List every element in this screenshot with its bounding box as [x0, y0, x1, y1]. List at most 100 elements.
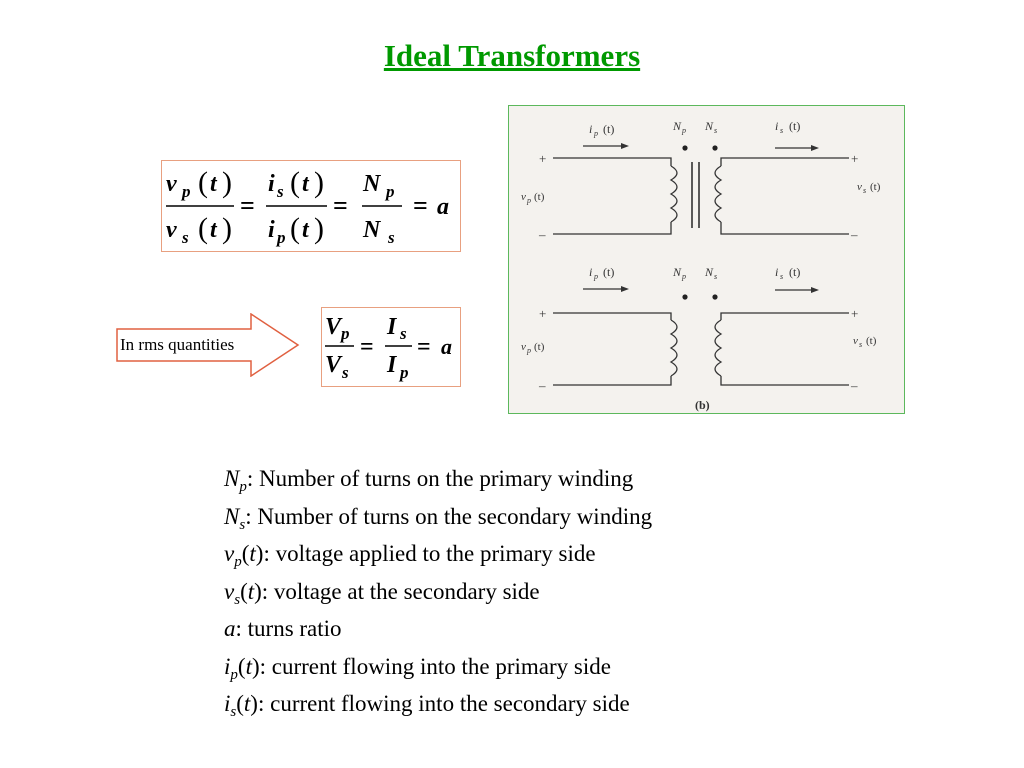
top-vs-label: v: [857, 181, 862, 193]
callout-arrow-shape: [116, 313, 300, 377]
top-minus-right: –: [850, 227, 858, 242]
symbol-definitions: Np: Number of turns on the primary windi…: [224, 460, 652, 723]
definition-row: is(t): current flowing into the secondar…: [224, 691, 630, 720]
def-arg: t: [247, 578, 255, 604]
eq1-num3: N: [362, 171, 382, 197]
eq2-num2: I: [386, 314, 398, 340]
eq2-num1-sub: p: [339, 324, 350, 343]
top-np-label: N: [672, 119, 682, 133]
bottom-secondary-dot: [712, 294, 718, 300]
top-is-sub: s: [780, 126, 783, 135]
top-transformer: i p (t) N p N s i s (t) + + – – v p (t) …: [521, 119, 881, 242]
top-plus-left: +: [539, 151, 546, 166]
bottom-np-label: N: [672, 265, 682, 279]
transformer-circuit-diagram: i p (t) N p N s i s (t) + + – – v p (t) …: [521, 119, 881, 412]
eq1-arg: t: [210, 171, 218, 197]
rms-arrow-callout: In rms quantities: [116, 313, 300, 377]
def-subscript: p: [239, 479, 247, 495]
equation-2-graphic: V p V s = I s I p = a: [325, 314, 452, 382]
eq1-num2-sub: s: [276, 182, 284, 201]
top-is-label: i: [775, 119, 778, 133]
eq1-den1: v: [166, 217, 177, 243]
bottom-np-sub: p: [681, 272, 686, 281]
bottom-vp-label: v: [521, 341, 526, 353]
bottom-vs-label: v: [853, 335, 858, 347]
def-subscript: s: [239, 516, 246, 533]
def-subscript: s: [234, 591, 241, 608]
instantaneous-ratio-equation: v p ( t ) v s ( t ) = i s ( t ) i p ( t …: [161, 160, 461, 252]
eq1-lpar-2: (: [198, 212, 208, 245]
def-text: : current flowing into the secondary sid…: [257, 691, 630, 716]
figure-caption: (b): [695, 398, 710, 412]
def-symbol: v: [224, 578, 235, 604]
top-plus-right: +: [851, 151, 858, 166]
eq1-rpar-2: ): [222, 212, 232, 245]
top-np-sub: p: [681, 126, 686, 135]
eq1-arg-3: t: [302, 171, 310, 197]
definition-row: vs(t): voltage at the secondary side: [224, 578, 540, 608]
eq1-arg-4: t: [302, 217, 310, 243]
top-minus-left: –: [538, 227, 546, 242]
top-primary-dot: [682, 145, 688, 151]
bottom-transformer: i p (t) N p N s i s (t) + + – – v p (t) …: [521, 265, 877, 393]
def-symbol: i: [224, 691, 231, 716]
bottom-primary-dot: [682, 294, 688, 300]
bottom-plus-left: +: [539, 306, 546, 321]
eq2-den2: I: [386, 352, 398, 378]
bottom-ns-label: N: [704, 265, 714, 279]
bottom-vs-arg: (t): [866, 335, 877, 347]
top-vs-sub: s: [863, 186, 866, 195]
eq1-den2: i: [268, 217, 275, 243]
eq1-equals-1: =: [240, 191, 255, 220]
bottom-plus-right: +: [851, 306, 858, 321]
definition-row: vp(t): voltage applied to the primary si…: [224, 541, 596, 570]
eq1-rhs: a: [437, 194, 449, 220]
eq1-den2-sub: p: [275, 228, 286, 247]
def-arg: t: [245, 653, 252, 679]
eq2-rhs: a: [441, 334, 452, 359]
def-symbol: i: [224, 653, 231, 679]
rms-quantities-label: In rms quantities: [120, 335, 235, 354]
eq1-equals-3: =: [413, 191, 428, 220]
eq1-den3-sub: s: [387, 228, 395, 247]
eq1-num1: v: [166, 171, 177, 197]
eq1-num2: i: [268, 171, 275, 197]
top-ns-sub: s: [714, 126, 717, 135]
eq2-den1: V: [325, 352, 343, 378]
eq1-rpar-4: ): [314, 212, 324, 245]
bottom-vs-sub: s: [859, 340, 862, 349]
eq1-rpar: ): [222, 166, 232, 199]
bottom-ip-sub: p: [593, 272, 598, 281]
top-vp-sub: p: [526, 196, 531, 205]
eq1-lpar-3: (: [290, 166, 300, 199]
definition-row: ip(t): current flowing into the primary …: [224, 653, 611, 683]
eq1-den1-sub: s: [181, 228, 189, 247]
bottom-is-sub: s: [780, 272, 783, 281]
bottom-vp-arg: (t): [534, 341, 545, 353]
def-text: : current flowing into the primary side: [259, 653, 611, 679]
eq2-equals-2: =: [417, 334, 431, 360]
eq1-num3-sub: p: [384, 182, 395, 201]
eq1-lpar: (: [198, 166, 208, 199]
top-ns-label: N: [704, 119, 714, 133]
def-symbol: a: [224, 616, 236, 641]
def-text: : voltage at the secondary side: [261, 578, 540, 604]
rms-ratio-equation: V p V s = I s I p = a: [321, 307, 461, 387]
top-vp-arg: (t): [534, 191, 545, 203]
def-text: : Number of turns on the primary winding: [246, 466, 634, 491]
bottom-minus-right: –: [850, 378, 858, 393]
eq2-den2-sub: p: [398, 363, 409, 382]
eq1-den3: N: [362, 217, 382, 243]
top-vs-arg: (t): [870, 181, 881, 193]
bottom-is-arg: (t): [789, 265, 800, 279]
top-ip-arg: (t): [603, 122, 614, 136]
top-secondary-dot: [712, 145, 718, 151]
def-arg: t: [249, 541, 256, 566]
def-arg: t: [243, 691, 251, 716]
bottom-vp-sub: p: [526, 346, 531, 355]
bottom-is-label: i: [775, 265, 778, 279]
eq1-equals-2: =: [333, 191, 348, 220]
def-subscript: p: [234, 554, 242, 570]
top-is-arg: (t): [789, 119, 800, 133]
eq1-lpar-4: (: [290, 212, 300, 245]
